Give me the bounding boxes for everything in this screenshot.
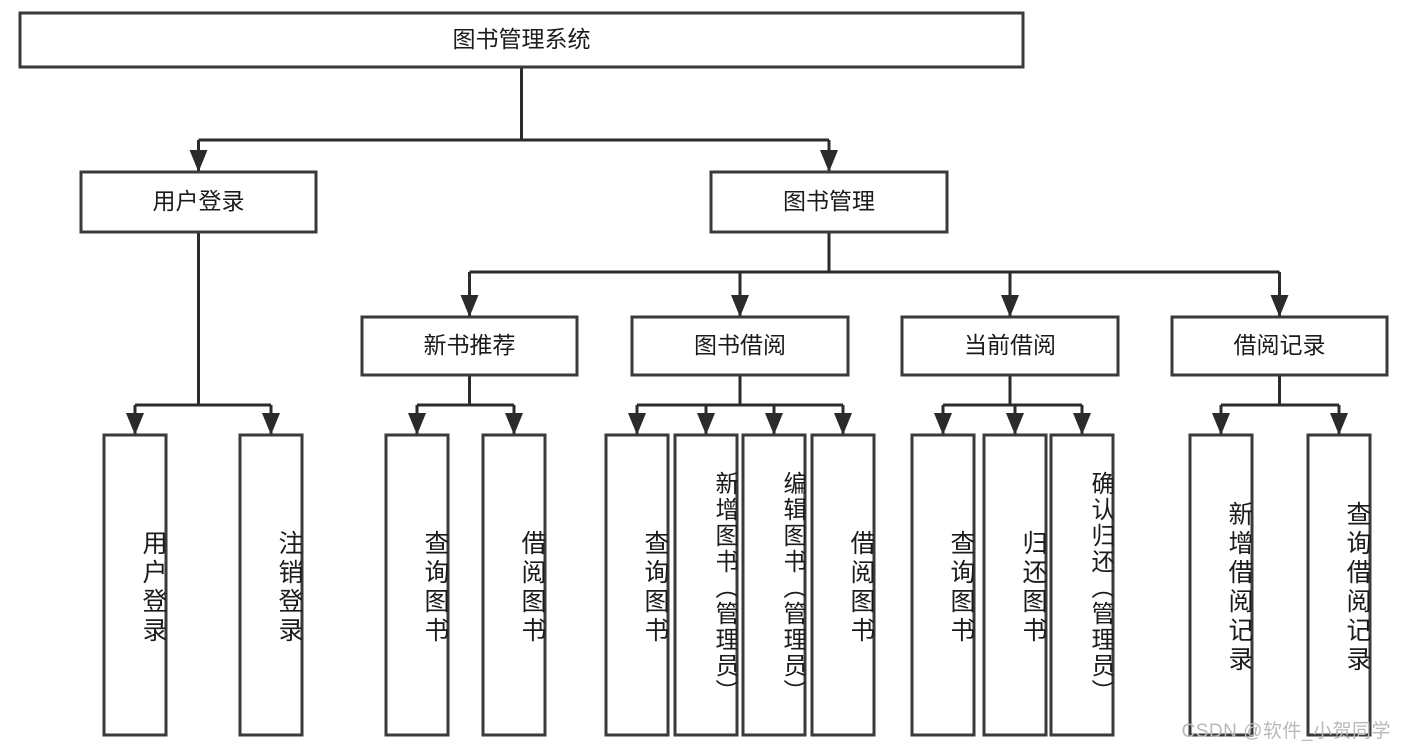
level3-box-2[interactable] <box>900 315 1120 377</box>
level2-label-0: 用户登录 <box>153 188 245 214</box>
watermark-text: CSDN @软件_小贺同学 <box>1181 721 1391 742</box>
level3-box-1[interactable] <box>630 315 850 377</box>
level3-label-0: 新书推荐 <box>424 332 516 358</box>
leaf-box-10[interactable] <box>1049 433 1115 737</box>
arrow-head-icon <box>1073 413 1091 435</box>
arrow-head-icon <box>731 295 749 317</box>
arrow-head-icon <box>820 150 838 172</box>
node-boxes <box>18 11 1389 737</box>
arrow-head-icon <box>262 413 280 435</box>
level2-box-0[interactable] <box>79 170 318 234</box>
arrow-head-icon <box>697 413 715 435</box>
leaf-box-4[interactable] <box>604 433 670 737</box>
leaf-box-1[interactable] <box>238 433 304 737</box>
level3-box-0[interactable] <box>360 315 579 377</box>
arrow-head-icon <box>765 413 783 435</box>
arrow-head-icon <box>834 413 852 435</box>
level3-label-3: 借阅记录 <box>1234 332 1326 358</box>
level3-label-2: 当前借阅 <box>964 332 1056 358</box>
arrow-head-icon <box>1006 413 1024 435</box>
leaf-box-11[interactable] <box>1188 433 1254 737</box>
root-label-0: 图书管理系统 <box>453 26 591 52</box>
arrow-head-icon <box>1330 413 1348 435</box>
arrow-head-icon <box>1001 295 1019 317</box>
level3-label-1: 图书借阅 <box>694 332 786 358</box>
leaf-box-6[interactable] <box>741 433 807 737</box>
arrow-head-icon <box>189 150 208 172</box>
level2-box-1[interactable] <box>709 170 949 234</box>
level3-box-3[interactable] <box>1170 315 1389 377</box>
arrow-head-icon <box>460 295 479 317</box>
leaf-box-2[interactable] <box>384 433 450 737</box>
leaf-box-9[interactable] <box>982 433 1048 737</box>
arrow-head-icon <box>408 413 426 435</box>
leaf-box-3[interactable] <box>481 433 547 737</box>
leaf-box-7[interactable] <box>810 433 876 737</box>
connector-edges <box>126 67 1348 435</box>
arrow-head-icon <box>126 413 144 435</box>
leaf-box-5[interactable] <box>673 433 739 737</box>
level2-label-1: 图书管理 <box>783 188 875 214</box>
leaf-box-8[interactable] <box>910 433 976 737</box>
arrow-head-icon <box>1270 295 1289 317</box>
arrow-head-icon <box>934 413 952 435</box>
leaf-box-0[interactable] <box>102 433 168 737</box>
root-box-0[interactable] <box>18 11 1025 69</box>
leaf-box-12[interactable] <box>1306 433 1372 737</box>
arrow-head-icon <box>628 413 646 435</box>
arrow-head-icon <box>1212 413 1230 435</box>
arrow-head-icon <box>505 413 523 435</box>
